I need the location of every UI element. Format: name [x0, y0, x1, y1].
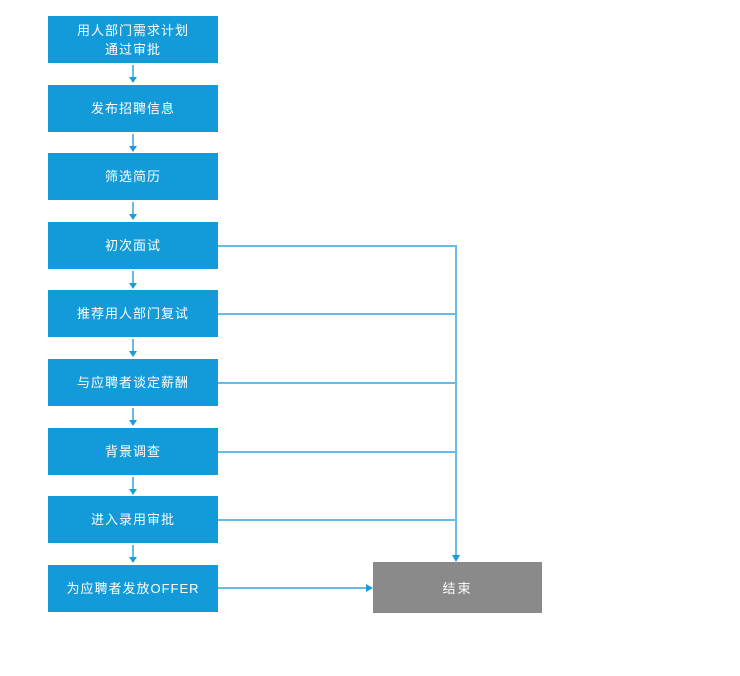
flow-node-step-6: 与应聘者谈定薪酬	[48, 359, 218, 406]
arrowhead-down-icon	[129, 283, 137, 289]
step-connector-line	[132, 271, 134, 283]
arrowhead-down-icon	[129, 557, 137, 563]
flow-node-label: 背景调查	[104, 444, 161, 459]
arrowhead-down-icon	[129, 214, 137, 220]
flow-node-label: 结束	[442, 581, 473, 596]
flow-node-label: 用人部门需求计划 通过审批	[76, 22, 189, 57]
arrowhead-down-icon	[129, 77, 137, 83]
merge-connector-line	[455, 245, 457, 556]
arrowhead-down-icon	[452, 555, 460, 562]
flow-node-label: 初次面试	[104, 238, 161, 253]
step-connector-line	[132, 408, 134, 420]
flow-node-label: 进入录用审批	[90, 512, 175, 527]
flow-node-step-5: 推荐用人部门复试	[48, 290, 218, 337]
step-connector-line	[132, 202, 134, 214]
arrowhead-right-icon	[366, 584, 373, 592]
flow-node-label: 筛选简历	[104, 169, 161, 184]
flow-node-step-1: 用人部门需求计划 通过审批	[48, 16, 218, 63]
arrowhead-down-icon	[129, 420, 137, 426]
offer-to-end-connector-line	[218, 587, 366, 589]
branch-connector-line	[218, 313, 457, 315]
flow-node-end: 结束	[373, 562, 542, 613]
step-connector-line	[132, 477, 134, 489]
flow-node-step-2: 发布招聘信息	[48, 85, 218, 132]
step-connector-line	[132, 545, 134, 557]
flow-node-label: 推荐用人部门复试	[76, 306, 189, 321]
flow-node-step-3: 筛选简历	[48, 153, 218, 200]
branch-connector-line	[218, 245, 457, 247]
arrowhead-down-icon	[129, 351, 137, 357]
flow-node-label: 与应聘者谈定薪酬	[76, 375, 189, 390]
step-connector-line	[132, 65, 134, 77]
branch-connector-line	[218, 382, 457, 384]
flow-node-step-9: 为应聘者发放OFFER	[48, 565, 218, 612]
step-connector-line	[132, 339, 134, 351]
flow-node-step-7: 背景调查	[48, 428, 218, 475]
branch-connector-line	[218, 451, 457, 453]
arrowhead-down-icon	[129, 489, 137, 495]
branch-connector-line	[218, 519, 457, 521]
flow-node-step-8: 进入录用审批	[48, 496, 218, 543]
step-connector-line	[132, 134, 134, 146]
arrowhead-down-icon	[129, 146, 137, 152]
flow-node-label: 发布招聘信息	[90, 101, 175, 116]
flow-node-step-4: 初次面试	[48, 222, 218, 269]
flow-node-label: 为应聘者发放OFFER	[66, 581, 200, 596]
